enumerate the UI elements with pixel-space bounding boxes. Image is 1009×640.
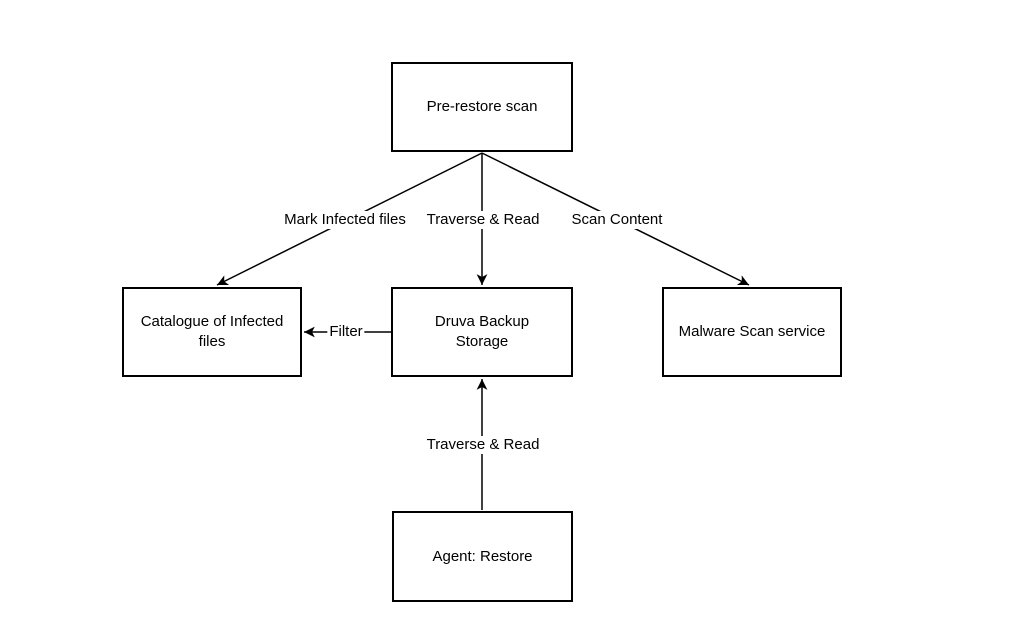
edge-label-mark-infected-files: Mark Infected files (282, 211, 408, 229)
node-agent-restore-label: Agent: Restore (432, 547, 533, 565)
node-malware-scan-service-label: Malware Scan service (678, 323, 826, 340)
node-druva-backup-storage: Druva Backup Storage (391, 287, 573, 377)
edge-label-scan-content: Scan Content (569, 211, 665, 229)
node-pre-restore-scan: Pre-restore scan (391, 62, 573, 152)
node-catalogue-of-infected-files: Catalogue of Infected files (122, 287, 302, 377)
node-malware-scan-service: Malware Scan service (662, 287, 842, 377)
node-druva-backup-storage-label: Druva Backup Storage (434, 313, 530, 350)
node-agent-restore: Agent: Restore (392, 511, 573, 602)
node-pre-restore-scan-label: Pre-restore scan (426, 98, 538, 115)
edge-label-traverse-and-read-bottom: Traverse & Read (424, 436, 542, 454)
edge-label-filter: Filter (327, 323, 365, 341)
node-catalogue-of-infected-files-label: Catalogue of Infected files (140, 313, 284, 350)
edge-label-traverse-and-read-top: Traverse & Read (424, 211, 542, 229)
